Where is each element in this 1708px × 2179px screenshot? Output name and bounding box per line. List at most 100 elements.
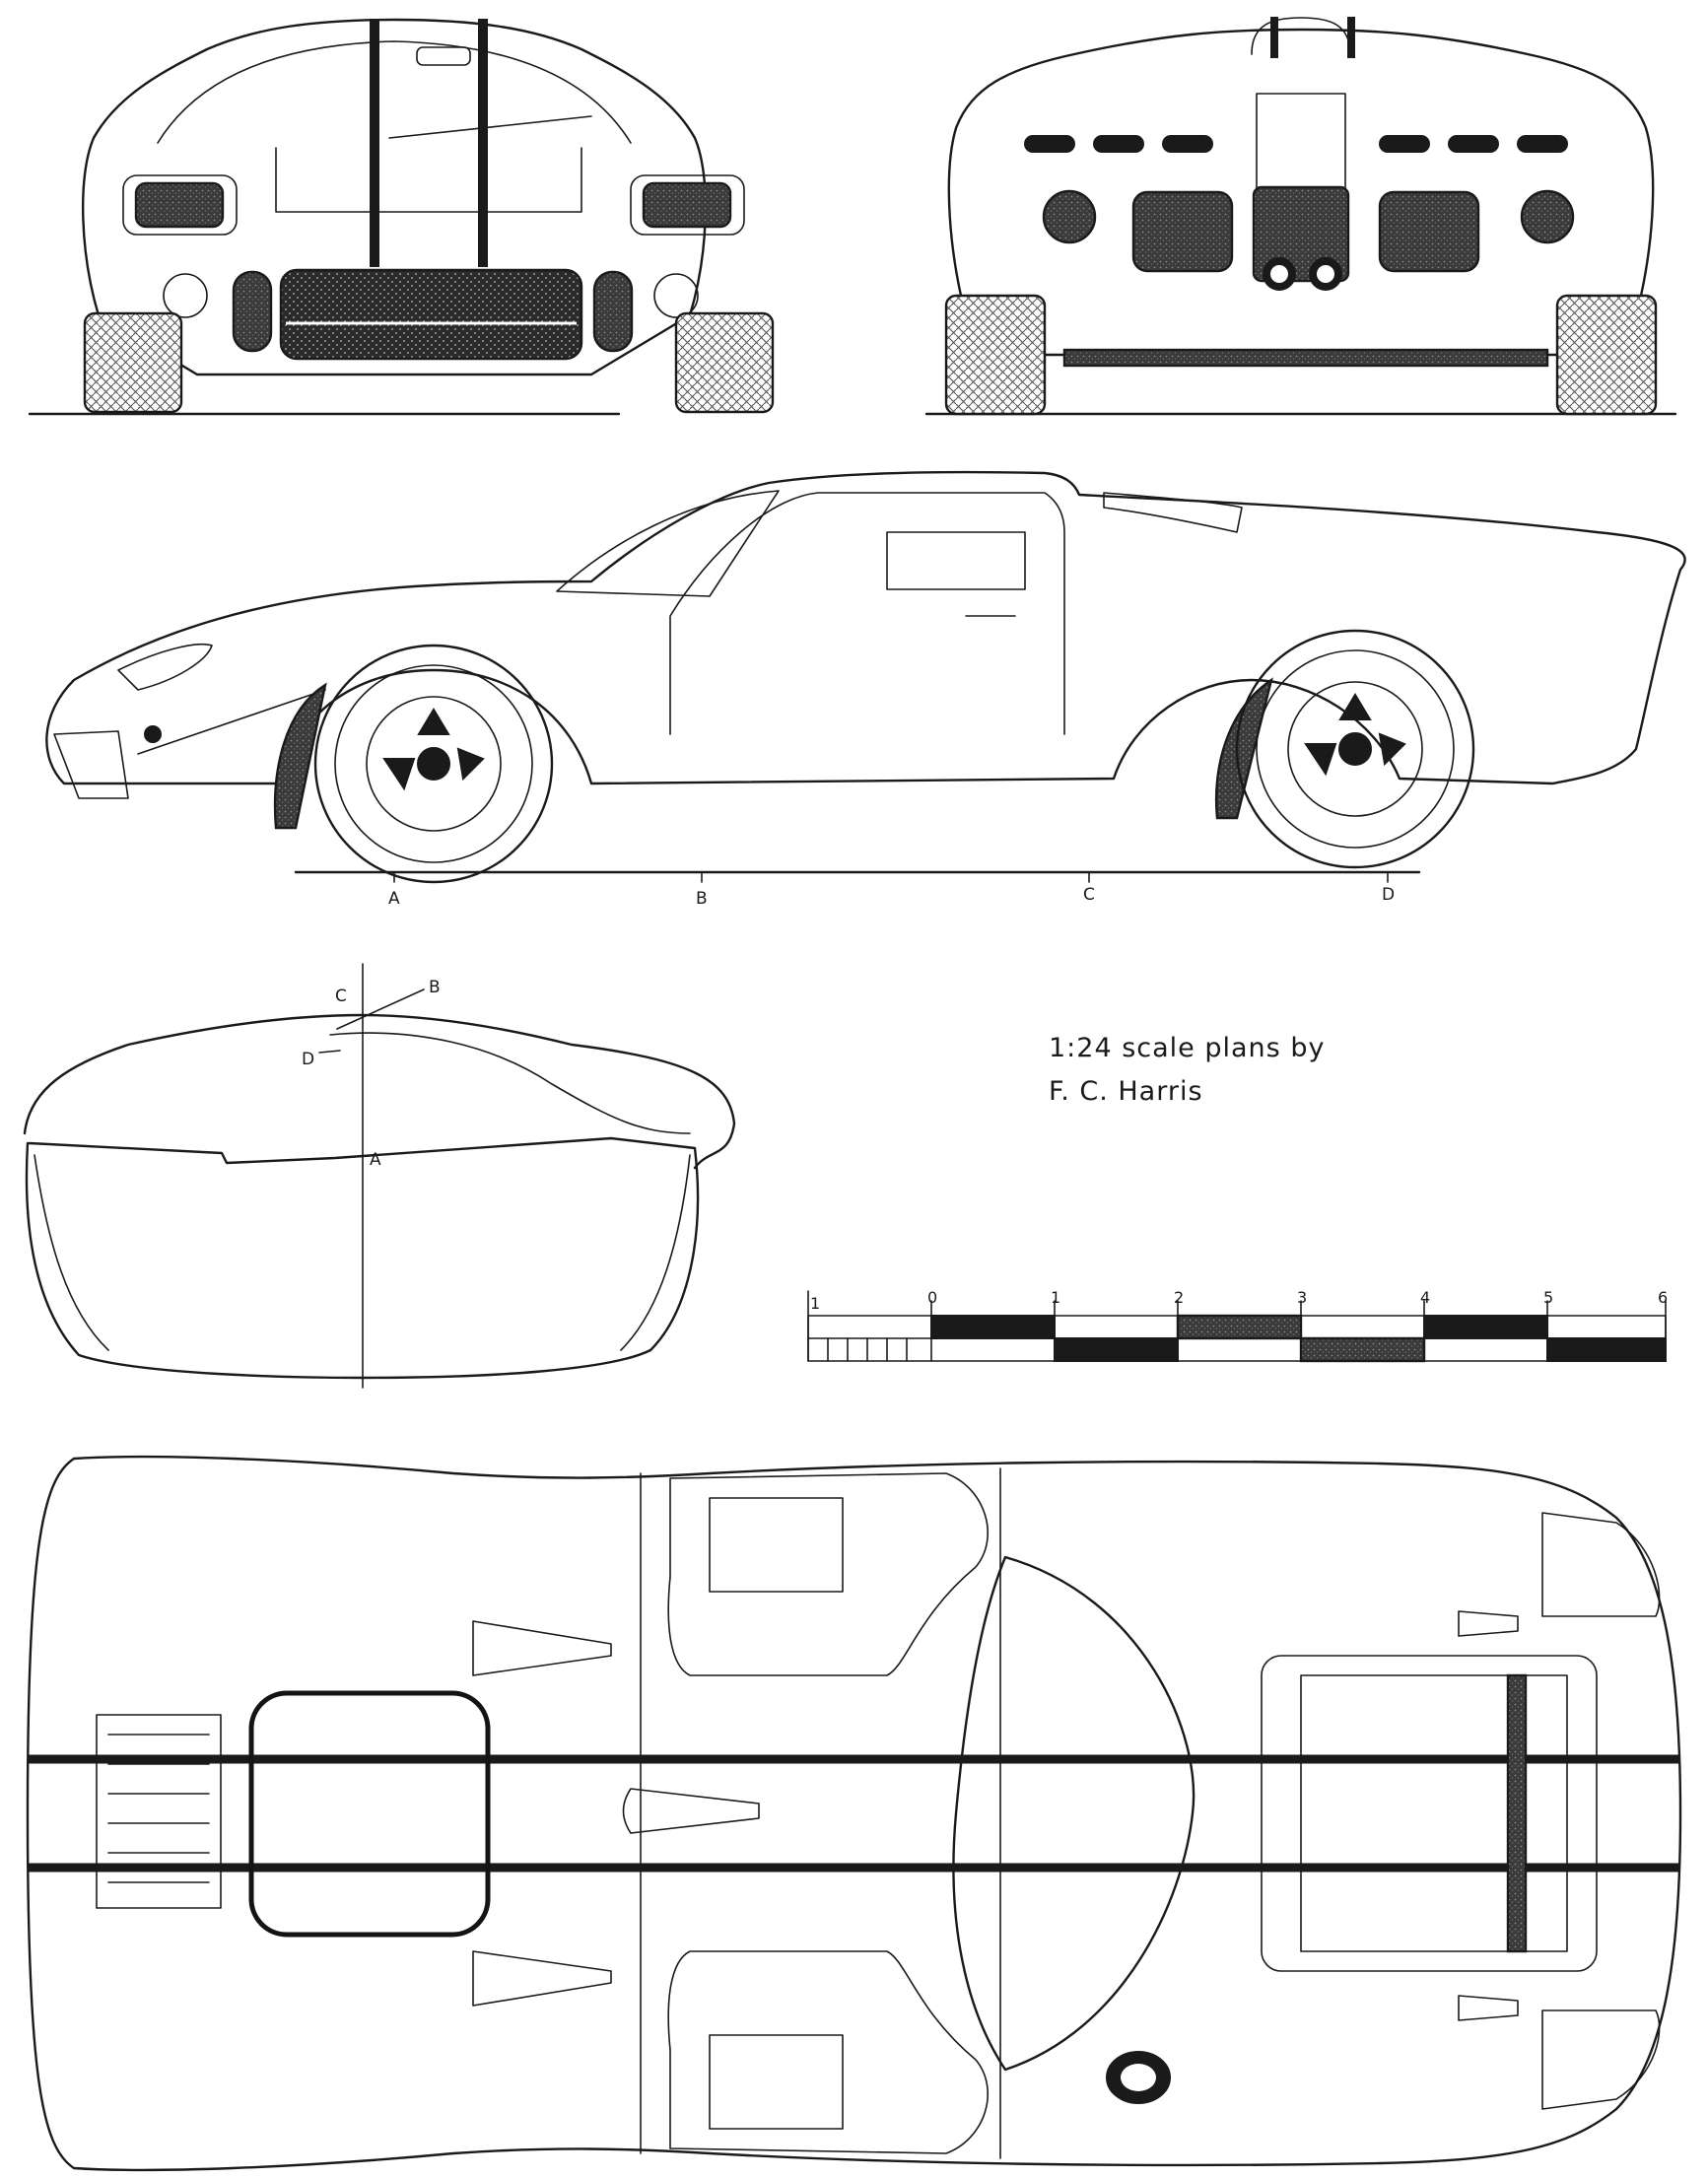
- rear-center-panel: [1256, 93, 1346, 203]
- scale-block-2-3-top: [1176, 1314, 1303, 1340]
- side-front-arch-shadow: [273, 682, 327, 830]
- top-rear-scoop-upper: [1458, 1610, 1519, 1637]
- side-headlight: [117, 643, 213, 691]
- top-door-upper-window: [709, 1497, 844, 1593]
- front-view: [28, 18, 775, 416]
- top-door-lower: [667, 1950, 990, 2154]
- front-stripe-right: [478, 19, 488, 267]
- top-view: [26, 1455, 1682, 2172]
- station-label-b: B: [696, 889, 708, 909]
- rear-vent-right: [1378, 190, 1480, 273]
- side-windscreen: [556, 490, 780, 597]
- rear-tyre-left: [944, 294, 1047, 416]
- rear-stripe-left: [1270, 17, 1278, 58]
- credit-line-1: 1:24 scale plans by: [1049, 1033, 1325, 1063]
- section-outline-a: [25, 1136, 700, 1380]
- rear-exhaust-right-bore: [1317, 265, 1334, 283]
- top-windscreen: [952, 1555, 1196, 2072]
- cross-section-view: C B D A: [23, 963, 736, 1389]
- scale-label-3: 3: [1297, 1288, 1307, 1307]
- side-view: A B C D: [45, 470, 1686, 909]
- rear-tyre-right: [1555, 294, 1658, 416]
- top-front-hatch: [248, 1690, 491, 1938]
- rear-vent-slots: [1024, 135, 1568, 153]
- front-windscreen: [157, 40, 632, 144]
- section-outline-c: [23, 1013, 736, 1170]
- side-nose-intake: [53, 730, 129, 799]
- rear-exhaust-left-bore: [1270, 265, 1288, 283]
- scale-label-left-end: 1: [810, 1294, 820, 1313]
- side-door-window: [886, 531, 1026, 590]
- top-front-grille: [96, 1714, 222, 1909]
- scale-label-4: 4: [1420, 1288, 1430, 1307]
- scale-label-5: 5: [1543, 1288, 1553, 1307]
- front-grille: [279, 268, 583, 361]
- front-stripe-left: [370, 19, 379, 267]
- side-door: [669, 492, 1065, 735]
- front-foglamp-left: [163, 273, 208, 318]
- front-headlight-right: [630, 174, 745, 236]
- rear-stripe-right: [1347, 17, 1355, 58]
- rear-diffuser: [1062, 348, 1549, 368]
- side-rear-arch-shadow: [1214, 677, 1273, 820]
- front-intake-right: [592, 270, 634, 353]
- rear-taillight-right: [1520, 189, 1575, 244]
- rear-vent-left: [1131, 190, 1234, 273]
- top-engine-vent-strip: [1506, 1673, 1528, 1953]
- top-rear-lamp-upper: [1541, 1512, 1661, 1617]
- scale-label-2: 2: [1174, 1288, 1184, 1307]
- side-crease: [137, 689, 326, 755]
- top-engine-cover: [1261, 1655, 1598, 1972]
- side-marker-lamp: [144, 725, 162, 743]
- top-fuel-filler-cap: [1121, 2064, 1156, 2091]
- scale-bar: 1 0 1 2 3 4 5 6: [807, 1288, 1668, 1363]
- front-body-outline: [81, 18, 708, 376]
- front-foglamp-right: [653, 273, 699, 318]
- rear-taillight-left: [1042, 189, 1097, 244]
- rear-view: [924, 17, 1677, 416]
- scale-label-6: 6: [1658, 1288, 1668, 1307]
- section-leader-d: [318, 1050, 341, 1054]
- section-leader-b: [336, 988, 425, 1030]
- station-label-d: D: [1382, 885, 1395, 905]
- front-headlight-left: [122, 174, 238, 236]
- front-mirror: [416, 46, 471, 66]
- title-block: 1:24 scale plans by F. C. Harris: [1049, 1033, 1325, 1107]
- scale-block-3-4-bottom: [1299, 1336, 1426, 1363]
- side-rear-wheel: [1235, 629, 1475, 869]
- scale-label-0: 0: [927, 1288, 937, 1307]
- top-nostril-upper: [472, 1620, 612, 1676]
- top-engine-panel: [1300, 1674, 1568, 1952]
- front-tyre-right: [674, 311, 775, 414]
- top-front-grille-slats: [107, 1734, 210, 1883]
- rear-roof-scoop: [1251, 17, 1351, 55]
- scale-bar-subdivisions: [827, 1337, 908, 1362]
- section-label-a: A: [370, 1150, 381, 1170]
- rear-body-outline: [947, 28, 1655, 357]
- top-nostril-center: [622, 1788, 760, 1834]
- front-wiper: [388, 115, 592, 139]
- section-inner-line: [34, 1154, 691, 1351]
- station-label-c: C: [1083, 885, 1095, 905]
- credit-line-2: F. C. Harris: [1049, 1076, 1203, 1107]
- front-tyre-left: [83, 311, 183, 414]
- front-headlight-left-lens: [134, 181, 225, 229]
- section-label-d: D: [302, 1050, 314, 1069]
- top-rear-lamp-lower: [1541, 2009, 1661, 2110]
- scale-block-0-1-top: [930, 1315, 1056, 1339]
- scale-block-4-5-top: [1423, 1315, 1548, 1339]
- top-rear-scoop-lower: [1458, 1995, 1519, 2021]
- scale-label-1: 1: [1051, 1288, 1060, 1307]
- section-label-b: B: [429, 978, 441, 997]
- side-front-wheel: [313, 644, 554, 884]
- front-intake-left: [232, 270, 273, 353]
- top-body-outline: [26, 1455, 1682, 2172]
- front-hood-panel: [275, 147, 582, 213]
- side-body-profile: [45, 470, 1686, 785]
- section-outline-d: [329, 1032, 691, 1134]
- station-label-a: A: [388, 889, 400, 909]
- scale-block-1-2-bottom: [1054, 1337, 1179, 1362]
- side-rear-vent: [1103, 492, 1243, 533]
- front-headlight-right-lens: [642, 181, 732, 229]
